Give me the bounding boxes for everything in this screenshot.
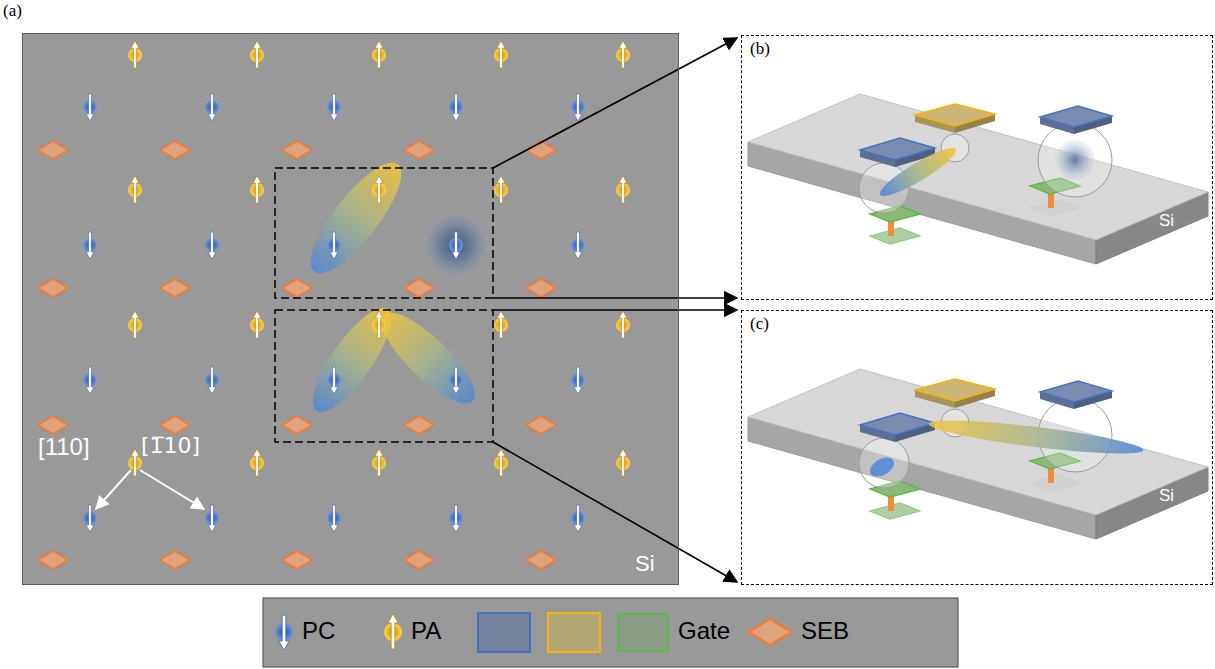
legend-text: PA bbox=[411, 618, 441, 644]
material-label: Si bbox=[635, 552, 655, 576]
legend-swatch bbox=[617, 613, 669, 652]
legend-text: SEB bbox=[801, 618, 849, 644]
legend-text: Gate bbox=[678, 618, 730, 644]
legend-text: PC bbox=[302, 618, 335, 644]
panel-c: (c) Si bbox=[741, 310, 1213, 585]
panel-label: (a) bbox=[3, 2, 22, 21]
direction-label: [110] bbox=[38, 434, 90, 460]
material-label: Si bbox=[1159, 487, 1174, 506]
panel-b: (b) Si bbox=[741, 35, 1213, 300]
direction-label: [1̅10] bbox=[141, 434, 200, 458]
panel-a: (a)Si bbox=[22, 33, 679, 585]
material-label: Si bbox=[1159, 212, 1174, 231]
panel-label: (b) bbox=[750, 40, 770, 59]
panel-label: (c) bbox=[750, 315, 769, 334]
